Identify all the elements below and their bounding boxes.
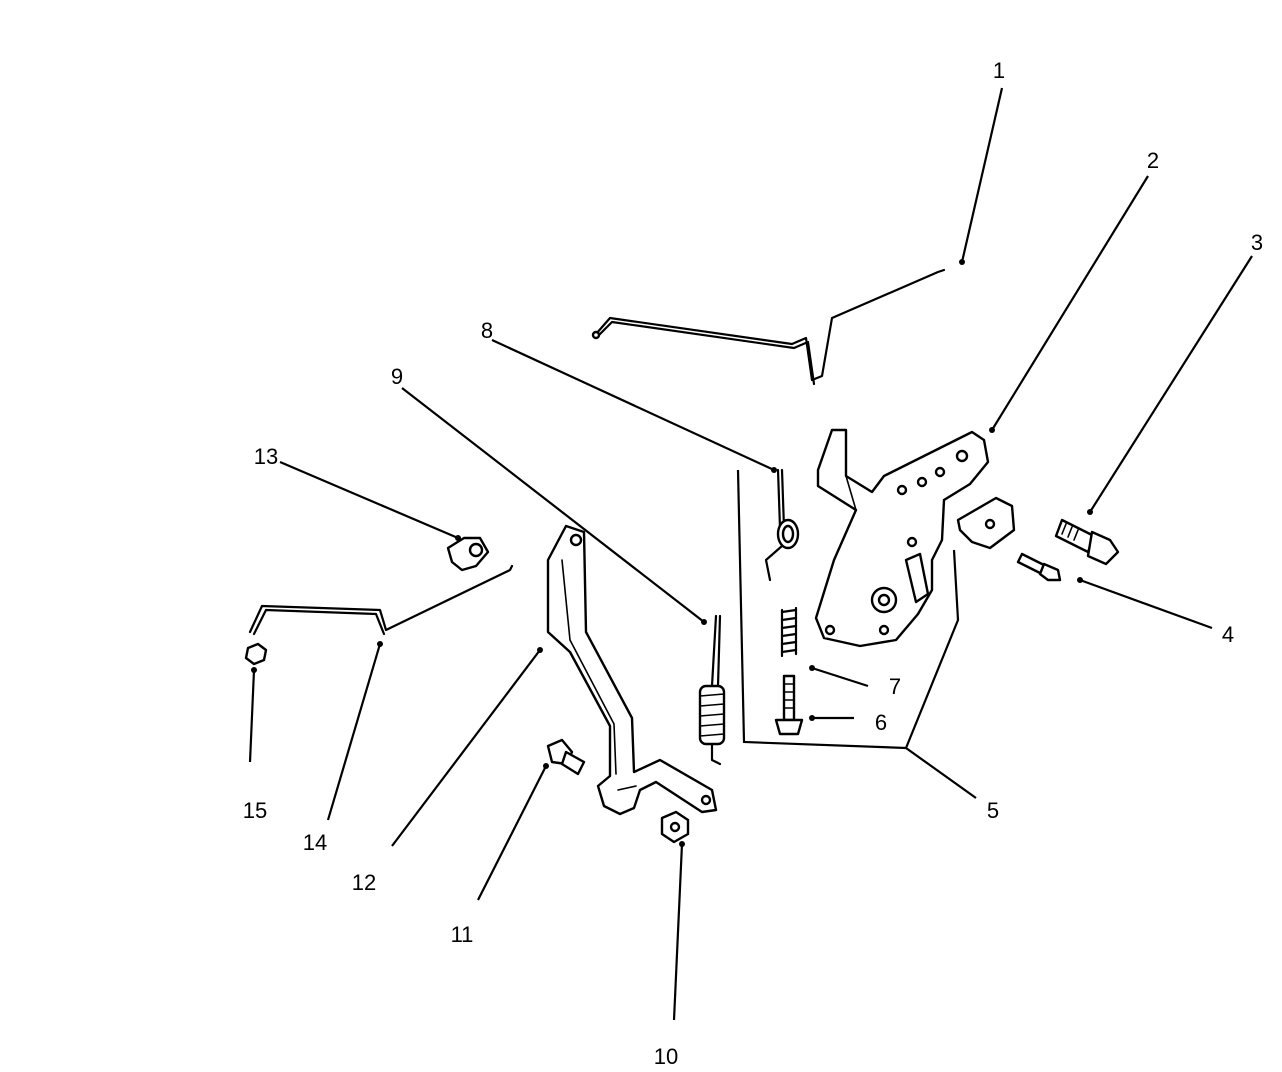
part-12-lever-arm (546, 524, 718, 816)
callout-4: 4 (1222, 622, 1234, 647)
callout-11: 11 (451, 922, 474, 947)
part-11-bolt (546, 738, 586, 776)
part-9-extension-spring (698, 614, 726, 766)
part-4-bolt (1016, 552, 1062, 582)
callout-labels: 1 2 3 4 5 6 7 8 9 10 11 12 13 14 15 (243, 58, 1263, 1069)
leader-lines (248, 87, 1253, 1021)
callout-3: 3 (1251, 230, 1263, 255)
part-6-screw (774, 674, 804, 736)
part-2-control-plate (814, 428, 990, 648)
part-clip-bracket (956, 496, 1016, 550)
part-15-nut (244, 642, 268, 666)
callout-7: 7 (889, 674, 901, 699)
callout-5: 5 (987, 798, 999, 823)
callout-1: 1 (993, 58, 1005, 83)
part-1-linkage-rod (591, 268, 946, 386)
part-14-wire-rod (248, 564, 514, 636)
part-8-torsion-spring (764, 468, 800, 582)
part-3-shoulder-bolt (1054, 518, 1120, 566)
callout-9: 9 (391, 364, 403, 389)
part-7-compression-spring (780, 606, 798, 658)
callout-12: 12 (352, 870, 376, 895)
callout-8: 8 (481, 318, 493, 343)
callout-10: 10 (654, 1044, 678, 1069)
part-10-nut (660, 810, 690, 844)
part-13-cable-clamp (446, 536, 490, 572)
callout-13: 13 (254, 444, 278, 469)
callout-6: 6 (875, 710, 887, 735)
callout-15: 15 (243, 798, 267, 823)
callout-14: 14 (303, 830, 327, 855)
callout-2: 2 (1147, 148, 1159, 173)
